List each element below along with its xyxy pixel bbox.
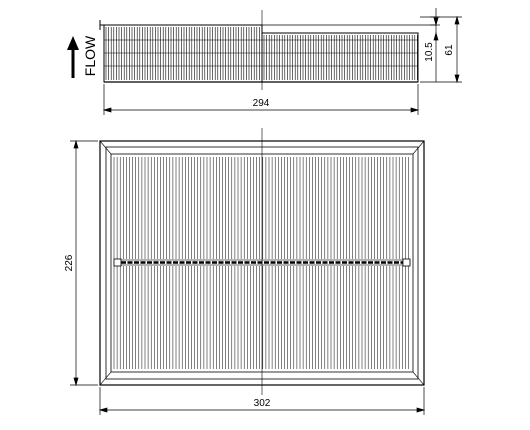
plan-view-pleats [113,157,409,369]
flow-label: FLOW [82,35,98,76]
dimension-61 [420,15,462,84]
side-view-hatching [104,39,418,67]
dimension-61-label: 61 [444,44,455,56]
dimension-294 [102,84,420,115]
side-view-right-block [261,32,419,83]
dimension-10-5 [430,8,440,82]
dimension-294-label: 294 [253,98,270,109]
dimension-226 [70,139,98,387]
side-view-pleats [105,27,418,80]
dimension-302 [98,387,426,415]
dimension-226-label: 226 [64,254,75,271]
dimension-302-label: 302 [254,398,271,409]
dimension-10-5-label: 10.5 [424,42,435,62]
arrow-up-icon [67,36,79,78]
